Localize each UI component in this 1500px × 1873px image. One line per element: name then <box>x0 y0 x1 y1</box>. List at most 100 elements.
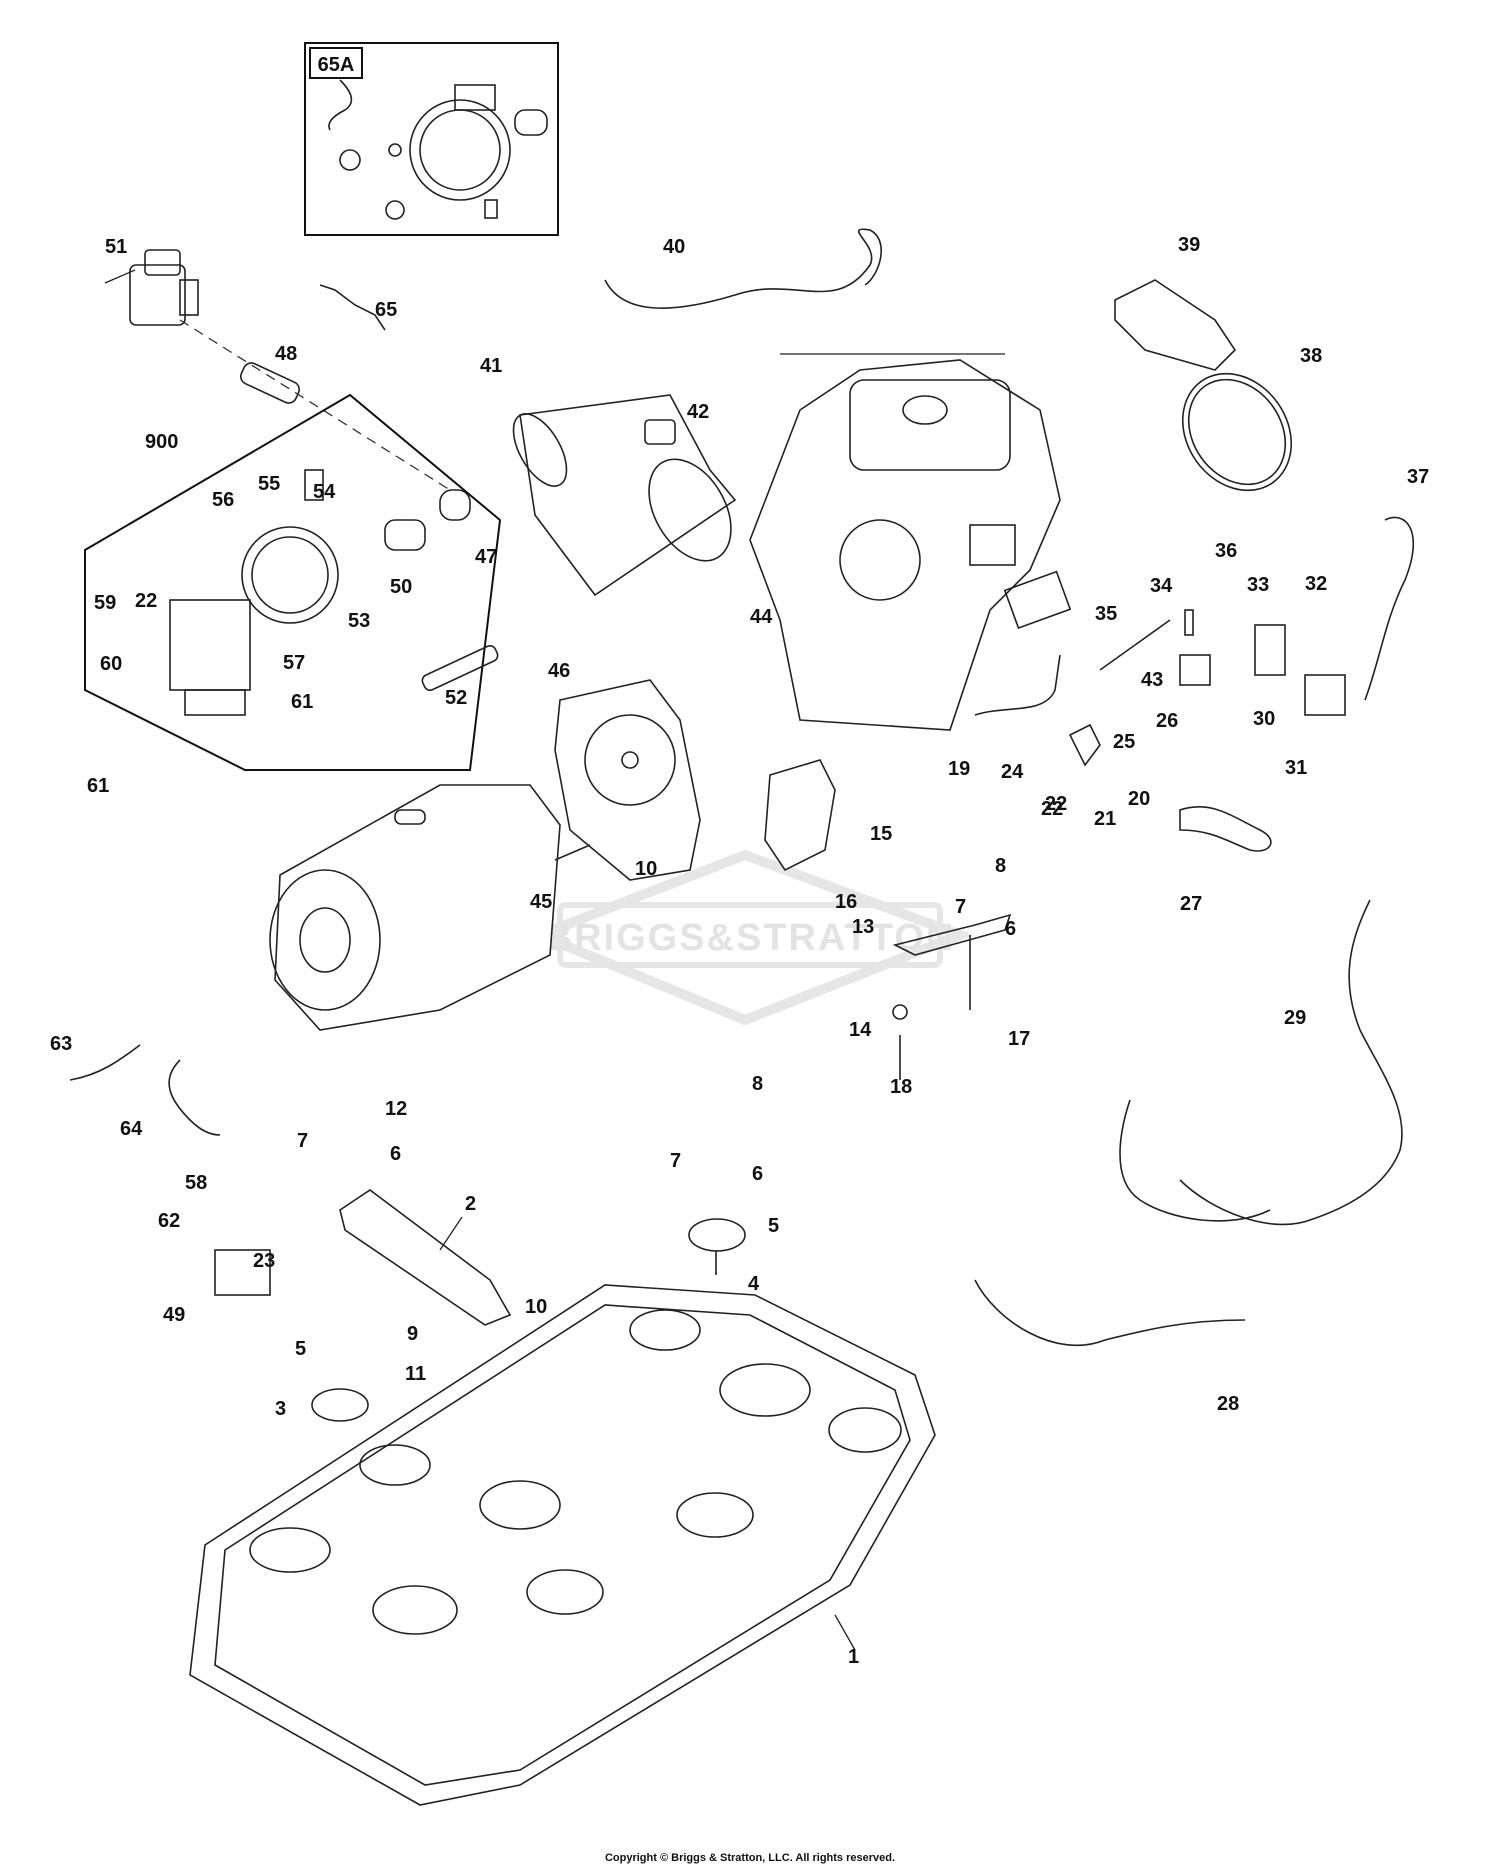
callout: 22 <box>1041 798 1063 820</box>
tube-51 <box>421 645 499 691</box>
callout: 64 <box>120 1118 143 1140</box>
callout: 9 <box>407 1323 418 1345</box>
callout: 60 <box>100 653 122 675</box>
harness-27 <box>974 1279 1246 1346</box>
wire-63 <box>168 1059 221 1136</box>
shield-15 <box>764 759 836 872</box>
callout: 50 <box>390 576 412 598</box>
intake-boot-38 <box>1114 279 1237 371</box>
callout: 20 <box>1128 788 1150 810</box>
callout: 61 <box>291 691 313 713</box>
mount-5 <box>688 1218 746 1252</box>
callout: 7 <box>297 1130 308 1152</box>
callout: 29 <box>1284 1007 1306 1029</box>
callout: 14 <box>849 1019 872 1041</box>
callout: 5 <box>768 1215 779 1237</box>
callout: 26 <box>1156 710 1178 732</box>
callout: 2 <box>465 1193 476 1215</box>
callout: 30 <box>1253 708 1275 730</box>
callout: 11 <box>405 1363 426 1385</box>
base-pan-1 <box>189 1284 936 1806</box>
callout: 41 <box>480 355 502 377</box>
ring-37 <box>1181 372 1293 492</box>
sensor-wire-39 <box>604 228 882 309</box>
callout: 23 <box>253 1250 275 1272</box>
callout: 4 <box>748 1273 760 1295</box>
callout: 10 <box>635 858 657 880</box>
callout: 56 <box>212 489 234 511</box>
generator-stator <box>269 784 561 1031</box>
callout: 17 <box>1008 1028 1030 1050</box>
callout: 61 <box>87 775 109 797</box>
rod-34 <box>1099 619 1171 671</box>
callout: 21 <box>1094 808 1116 830</box>
callout: 62 <box>158 1210 180 1232</box>
regulator-assembly-65-box <box>84 393 502 771</box>
callout: 44 <box>750 606 773 628</box>
callout: 48 <box>275 343 297 365</box>
bolt-44 <box>554 844 591 861</box>
callout: 16 <box>835 891 857 913</box>
engine-900 <box>749 359 1072 731</box>
briggs-stratton-watermark: BRIGGS&STRATTON <box>526 849 974 1026</box>
callout: 6 <box>1005 918 1016 940</box>
pipe-nipple-47 <box>239 362 301 404</box>
callout: 33 <box>1247 574 1269 596</box>
watermark-text: BRIGGS&STRATTON <box>545 917 956 959</box>
callout: 6 <box>390 1143 401 1165</box>
callout: 52 <box>445 687 467 709</box>
callout: 34 <box>1150 575 1173 597</box>
callout: 8 <box>752 1073 763 1095</box>
callout: 36 <box>1215 540 1237 562</box>
callout: 37 <box>1407 466 1429 488</box>
callout: 51 <box>105 236 127 258</box>
wire-36 <box>1364 516 1415 701</box>
callout: 19 <box>948 758 970 780</box>
bracket-31 <box>1254 624 1286 676</box>
regulator-65 <box>169 469 471 716</box>
callouts: 1 2 3 4 5 5 6 6 6 7 7 7 8 8 9 10 10 11 1… <box>50 234 1429 1668</box>
copyright-notice: Copyright © Briggs & Stratton, LLC. All … <box>604 1852 896 1864</box>
fuel-solenoid-valve <box>129 249 199 326</box>
callout: 43 <box>1141 669 1163 691</box>
callout: 5 <box>295 1338 306 1360</box>
callout: 32 <box>1305 573 1327 595</box>
callout: 7 <box>670 1150 681 1172</box>
callout: 35 <box>1095 603 1117 625</box>
callout: 45 <box>530 891 552 913</box>
callout: 53 <box>348 610 370 632</box>
harness-28 <box>1179 899 1403 1226</box>
callout: 22 <box>135 590 157 612</box>
callout: 39 <box>1178 234 1200 256</box>
wire-19 <box>974 654 1061 716</box>
callout: 25 <box>1113 731 1135 753</box>
adapter-housing-45 <box>554 679 701 881</box>
callout: 57 <box>283 652 305 674</box>
bracket-23 <box>1068 723 1101 767</box>
callout: 55 <box>258 473 280 495</box>
callout: 13 <box>852 916 874 938</box>
callout: 65 <box>375 299 397 321</box>
screws-42 <box>1179 654 1211 686</box>
callout: 38 <box>1300 345 1322 367</box>
mount-3 <box>311 1388 369 1422</box>
callout: 63 <box>50 1033 72 1055</box>
bracket-13 <box>892 913 1012 956</box>
inset-65a: 65A <box>304 42 559 236</box>
callout: 900 <box>145 431 178 453</box>
hose-26 <box>1179 806 1272 852</box>
wire-62 <box>69 1044 141 1081</box>
callout: 49 <box>163 1304 185 1326</box>
callout: 1 <box>848 1646 859 1668</box>
harness-64 <box>319 284 386 331</box>
leader-lines <box>104 269 1005 1651</box>
mount-bracket-2 <box>339 1189 512 1326</box>
callout: 6 <box>752 1163 763 1185</box>
part-33 <box>1184 609 1194 636</box>
callout: 54 <box>313 481 336 503</box>
callout: 28 <box>1217 1393 1239 1415</box>
callout: 8 <box>995 855 1006 877</box>
callout: 27 <box>1180 893 1202 915</box>
callout: 3 <box>275 1398 286 1420</box>
